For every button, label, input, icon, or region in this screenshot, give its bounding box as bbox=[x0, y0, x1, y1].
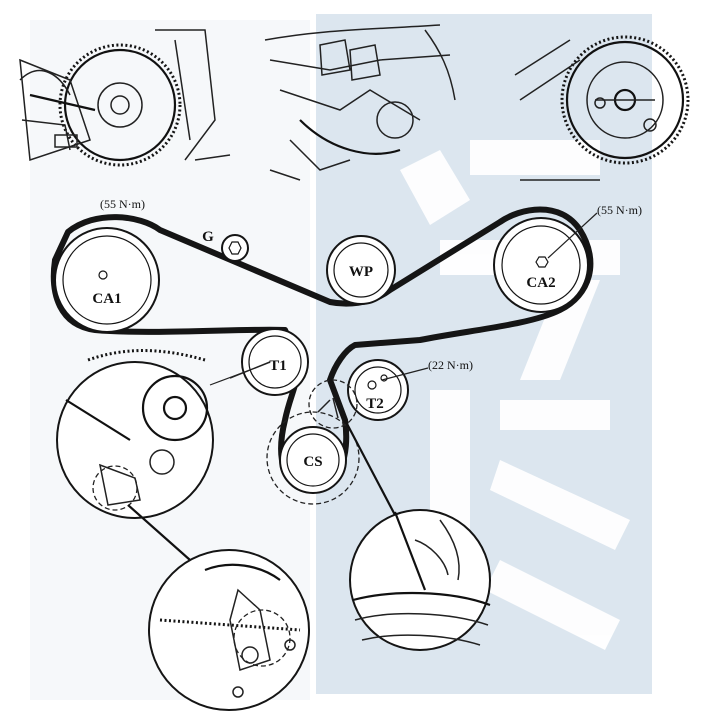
ca1-label: CA1 bbox=[92, 291, 121, 307]
ca2-torque-leader bbox=[547, 212, 598, 259]
detail-bottom-right bbox=[349, 509, 491, 651]
ca2-torque: (55 N·m) bbox=[597, 203, 642, 217]
wp-pulley: WP bbox=[326, 235, 396, 305]
detail-t1-closeup bbox=[56, 349, 271, 519]
timing-belt bbox=[50, 206, 594, 493]
ca2-pulley: CA2 bbox=[493, 217, 589, 313]
t1-detail-leader bbox=[209, 369, 251, 386]
ca1-torque: (55 N·m) bbox=[100, 197, 145, 211]
g-idler: G bbox=[202, 229, 249, 262]
t1-label: T1 bbox=[269, 358, 287, 374]
cs-label: CS bbox=[303, 454, 322, 470]
t2-torque-leader bbox=[381, 367, 429, 381]
crank-detail-leader bbox=[344, 419, 396, 516]
detail-bottom-left bbox=[148, 549, 310, 711]
t1-tensioner: T1 bbox=[241, 328, 309, 396]
timing-mark-circle bbox=[308, 379, 358, 429]
lower-left-leader bbox=[127, 504, 191, 561]
t2-tensioner: T2 bbox=[347, 359, 409, 421]
timing-mark-lines bbox=[317, 397, 339, 419]
cam-gear-sketch-top-right bbox=[514, 35, 690, 181]
wp-label: WP bbox=[349, 264, 373, 280]
t2-torque: (22 N·m) bbox=[428, 358, 473, 372]
t2-label: T2 bbox=[366, 396, 384, 412]
ca1-pulley: CA1 bbox=[54, 227, 160, 333]
engine-sketch-top-left bbox=[19, 29, 231, 167]
cs-sprocket: CS bbox=[266, 411, 360, 505]
ca2-label: CA2 bbox=[526, 275, 555, 291]
g-label: G bbox=[202, 229, 214, 245]
engine-sketch-top-middle bbox=[264, 24, 456, 181]
watermark-text: 汽修宝典 bbox=[470, 38, 474, 41]
